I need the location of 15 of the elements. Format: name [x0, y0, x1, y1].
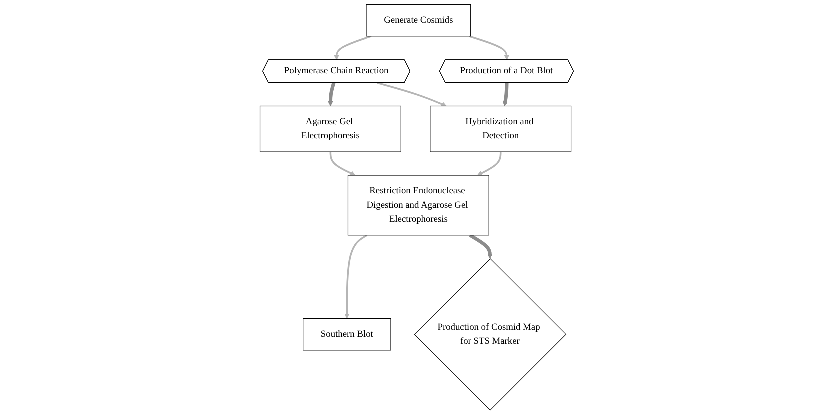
- node-box: Restriction Endonuclease Digestion and Agarose Gel Electrophoresis: [348, 175, 490, 236]
- arrow: [377, 82, 447, 107]
- arrow: [328, 82, 336, 106]
- arrow: [469, 234, 493, 260]
- arrow: [330, 152, 356, 176]
- node-box: Generate Cosmids: [366, 4, 472, 37]
- arrow: [344, 234, 368, 319]
- node-box: Hybridization and Detection: [430, 106, 572, 152]
- arrow: [334, 36, 372, 60]
- node-diamond: Production of Cosmid Map for STS Marker: [414, 258, 567, 411]
- arrow: [468, 36, 510, 60]
- node-box: Agarose Gel Electrophoresis: [260, 106, 402, 152]
- node-box: Southern Blot: [303, 318, 392, 351]
- arrow: [477, 152, 502, 176]
- arrow: [502, 83, 509, 106]
